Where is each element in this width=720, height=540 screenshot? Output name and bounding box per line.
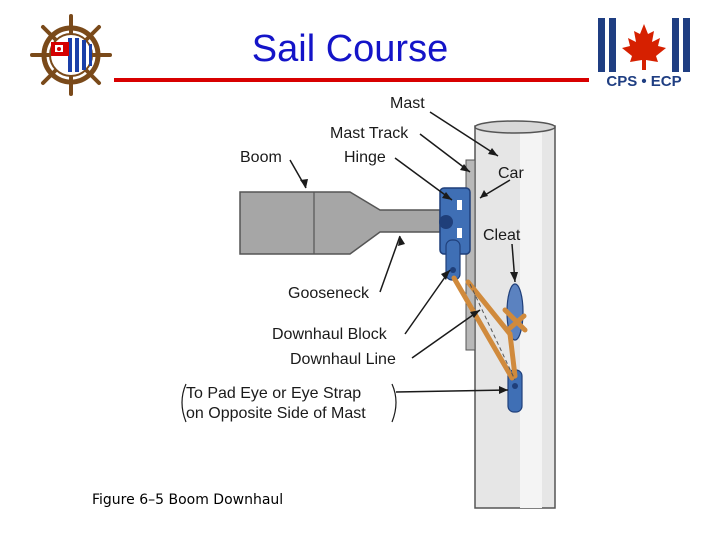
figure-caption: Figure 6–5 Boom Downhaul — [92, 492, 284, 508]
lower-block — [507, 369, 523, 413]
ships-wheel-logo — [30, 14, 112, 96]
label-pad-eye-line-2: on Opposite Side of Mast — [186, 405, 366, 422]
cps-ecp-logo: CPS • ECP — [596, 16, 692, 92]
label-downhaul-line: Downhaul Line — [290, 351, 396, 368]
label-gooseneck: Gooseneck — [288, 285, 370, 302]
label-mast-track: Mast Track — [330, 125, 409, 142]
label-cleat: Cleat — [483, 227, 521, 244]
bracket-right — [391, 383, 397, 423]
mast-track — [465, 159, 476, 351]
title-divider — [114, 78, 589, 82]
maple-leaf-stripes-icon — [596, 16, 692, 92]
label-downhaul-block: Downhaul Block — [272, 326, 388, 343]
ships-wheel-flag-icon — [30, 14, 112, 96]
label-mast: Mast — [390, 95, 425, 112]
downhaul-line — [451, 275, 528, 381]
label-boom: Boom — [240, 149, 282, 166]
cps-ecp-wordmark: CPS • ECP — [606, 73, 682, 90]
car-hinge — [439, 187, 471, 255]
boom — [239, 191, 441, 255]
bracket-left — [181, 383, 187, 423]
label-hinge: Hinge — [344, 149, 386, 166]
leader-arrowheads — [300, 148, 518, 394]
label-car: Car — [498, 165, 524, 182]
label-pad-eye-line-1: To Pad Eye or Eye Strap — [186, 385, 361, 402]
slide-title: Sail Course — [251, 28, 449, 70]
hidden-line — [469, 283, 516, 381]
